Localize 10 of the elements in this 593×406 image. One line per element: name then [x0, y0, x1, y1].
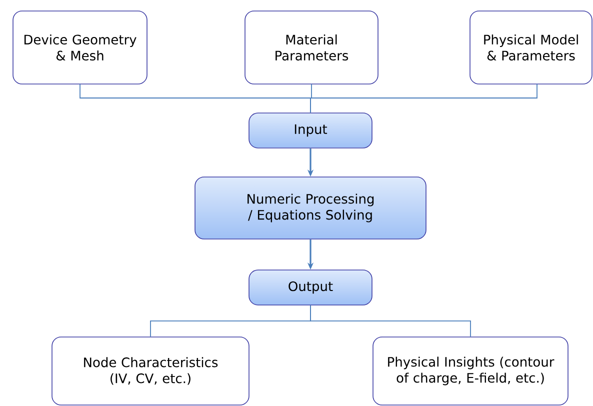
input-output-box: Output: [248, 270, 372, 306]
process-box: Numeric Processing / Equations Solving: [194, 176, 426, 240]
input-box: Physical Model & Parameters: [470, 10, 592, 84]
result-box: Node Characteristics (IV, CV, etc.): [52, 336, 250, 406]
connector-line: [310, 84, 538, 114]
connector-line: [310, 304, 471, 338]
input-box: Device Geometry & Mesh: [12, 10, 148, 84]
input-output-box: Input: [248, 112, 372, 148]
result-box: Physical Insights (contour of charge, E-field, etc.): [372, 336, 568, 406]
input-box: Material Parameters: [244, 10, 378, 84]
